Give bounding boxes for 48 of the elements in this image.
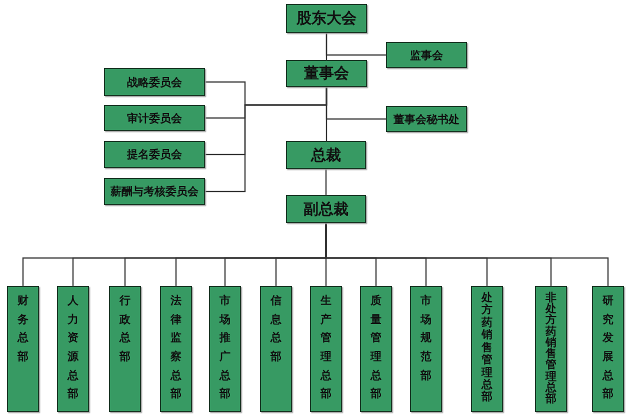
department-box — [410, 286, 442, 412]
department-box — [360, 286, 392, 412]
unit-name: 薪酬与考核委员会 — [110, 184, 198, 199]
unit-name: 法律监察总部 — [170, 293, 182, 402]
unit-name: 监事会 — [410, 48, 443, 62]
department-box — [7, 286, 39, 412]
department-box — [310, 286, 342, 412]
unit-name: 副总裁 — [304, 200, 348, 218]
department-box — [57, 286, 89, 412]
unit-name: 董事会秘书处 — [394, 112, 460, 126]
connector-line — [326, 87, 328, 141]
unit-name: 董事会 — [304, 64, 349, 83]
department-box — [209, 286, 241, 412]
department-box — [109, 286, 141, 412]
org-box — [104, 141, 205, 168]
org-box — [104, 68, 205, 96]
connector-line — [325, 223, 609, 286]
unit-name: 审计委员会 — [127, 110, 182, 126]
connector-line — [326, 33, 328, 60]
org-box — [286, 141, 366, 169]
department-box — [535, 286, 567, 412]
unit-name: 行政总部 — [120, 293, 130, 366]
unit-name: 研究发展总部 — [602, 293, 614, 402]
org-box — [286, 60, 367, 87]
org-box — [104, 178, 205, 205]
unit-name: 提名委员会 — [127, 147, 182, 162]
unit-name: 生产管理总部 — [320, 293, 332, 402]
department-box — [471, 286, 503, 412]
org-box — [286, 4, 367, 33]
unit-name: 市场规范部 — [420, 293, 432, 384]
unit-name: 股东大会 — [296, 9, 356, 28]
department-box — [260, 286, 292, 412]
unit-name: 人力资源总部 — [68, 293, 78, 402]
unit-name: 战略委员会 — [127, 74, 182, 90]
unit-name: 财务总部 — [18, 293, 28, 366]
unit-name: 非处方药销售管理总部 — [546, 292, 556, 404]
org-box — [386, 106, 467, 132]
unit-name: 质量管理总部 — [370, 293, 382, 402]
department-box — [160, 286, 192, 412]
unit-name: 处方药销售管理总部 — [482, 292, 492, 404]
department-box — [592, 286, 624, 412]
unit-name: 市场推广总部 — [220, 293, 230, 402]
unit-name: 总裁 — [311, 146, 341, 164]
org-box — [104, 105, 205, 131]
unit-name: 信息总部 — [270, 293, 282, 366]
connector-line — [325, 169, 327, 195]
org-box — [386, 42, 467, 68]
org-box — [286, 195, 366, 223]
